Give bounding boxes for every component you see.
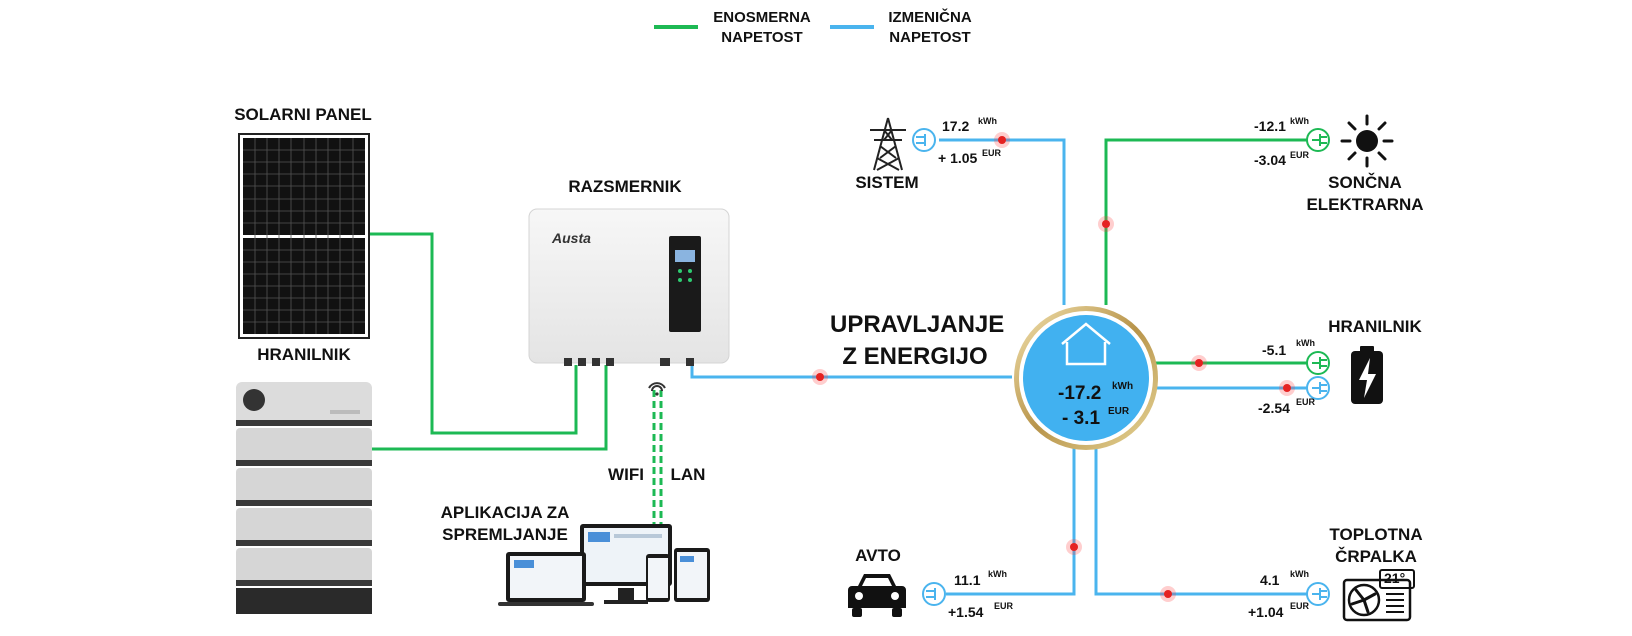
plug-icon xyxy=(1306,376,1330,400)
grid-energy-unit: kWh xyxy=(978,116,997,126)
ac-legend-line1: IZMENIČNA xyxy=(888,9,972,26)
car-energy-unit: kWh xyxy=(988,569,1007,579)
solar-panel-label: SOLARNI PANEL xyxy=(234,105,372,124)
ac-legend-line xyxy=(830,25,874,29)
power-tower-icon xyxy=(870,117,906,171)
heat-pump-label-line2: ČRPALKA xyxy=(1335,547,1417,566)
heatpump-cost: +1.04 xyxy=(1248,604,1284,620)
ac-legend-line2: NAPETOST xyxy=(889,29,971,46)
network-cables xyxy=(652,390,663,528)
battery-stack-image xyxy=(236,382,372,614)
grid-label: SISTEM xyxy=(855,173,919,192)
app-label: APLIKACIJA ZA SPREMLJANJE xyxy=(428,502,582,546)
management-title: UPRAVLJANJE Z ENERGIJO xyxy=(830,309,1005,373)
heat-pump-label: TOPLOTNA ČRPALKA xyxy=(1320,524,1432,568)
wire-hub-heatpump xyxy=(1094,445,1314,596)
grid-cost: + 1.05 xyxy=(938,150,978,166)
monitoring-devices-image xyxy=(498,524,710,606)
inverter-brand: Austa xyxy=(552,230,591,246)
house-icon xyxy=(1061,322,1111,366)
sensor-dots xyxy=(812,132,1295,602)
app-label-line2: SPREMLJANJE xyxy=(442,525,568,544)
dc-legend-line xyxy=(654,25,698,29)
battery-label: HRANILNIK xyxy=(1328,317,1422,336)
ac-legend-label: IZMENIČNA NAPETOST xyxy=(870,8,990,48)
battery-icon xyxy=(1351,346,1383,404)
car-energy: 11.1 xyxy=(954,572,981,588)
plug-icon xyxy=(1306,128,1330,152)
solar-plant-label: SONČNA ELEKTRARNA xyxy=(1300,172,1430,216)
plug-icon xyxy=(1306,582,1330,606)
heat-pump-label-line1: TOPLOTNA xyxy=(1329,525,1423,544)
hub-cost-unit: EUR xyxy=(1108,406,1130,417)
car-cost: +1.54 xyxy=(948,604,984,620)
plug-icon xyxy=(912,128,936,152)
sun-icon xyxy=(1340,114,1394,168)
car-label: AVTO xyxy=(855,546,901,565)
battery-energy: -5.1 xyxy=(1262,342,1287,358)
hub-cost: - 3.1 xyxy=(1062,408,1101,429)
solar-cost-unit: EUR xyxy=(1290,150,1310,160)
battery-cost: -2.54 xyxy=(1258,400,1290,416)
wire-hub-car xyxy=(946,445,1076,596)
car-icon xyxy=(848,574,906,617)
solar-panel-image xyxy=(238,133,370,339)
wire-battery-inverter xyxy=(370,365,608,451)
grid-cost-unit: EUR xyxy=(982,148,1002,158)
battery-stack-label: HRANILNIK xyxy=(257,345,351,364)
solar-energy-unit: kWh xyxy=(1290,116,1309,126)
wire-panel-inverter xyxy=(370,232,578,435)
dc-wires xyxy=(370,138,1314,451)
solar-plant-label-line1: SONČNA xyxy=(1328,173,1402,192)
heatpump-cost-unit: EUR xyxy=(1290,601,1310,611)
solar-cost: -3.04 xyxy=(1254,152,1286,168)
battery-cost-unit: EUR xyxy=(1296,397,1316,407)
wire-hub-solar xyxy=(1104,138,1314,305)
solar-energy: -12.1 xyxy=(1254,118,1286,134)
hub-energy-unit: kWh xyxy=(1112,381,1134,392)
inverter-image xyxy=(528,208,730,366)
ac-wires xyxy=(690,138,1314,596)
plug-icon xyxy=(922,582,946,606)
inverter-label: RAZSMERNIK xyxy=(568,177,682,196)
wifi-icon xyxy=(648,382,666,396)
heat-pump-icon xyxy=(1342,569,1415,622)
car-cost-unit: EUR xyxy=(994,601,1014,611)
plug-icons xyxy=(912,128,1330,606)
dc-legend-line2: NAPETOST xyxy=(721,29,803,46)
management-title-line2: Z ENERGIJO xyxy=(842,343,988,370)
heatpump-energy: 4.1 xyxy=(1260,572,1280,588)
management-title-line1: UPRAVLJANJE xyxy=(830,311,1005,338)
wifi-label: WIFI xyxy=(608,465,644,484)
app-label-line1: APLIKACIJA ZA xyxy=(440,503,570,522)
grid-energy: 17.2 xyxy=(942,118,970,134)
dc-legend-label: ENOSMERNA NAPETOST xyxy=(702,8,822,48)
hub-energy: -17.2 xyxy=(1058,383,1102,404)
wire-grid-hub xyxy=(939,138,1066,305)
heatpump-energy-unit: kWh xyxy=(1290,569,1309,579)
heat-pump-display: 21° xyxy=(1384,570,1406,586)
plug-icon xyxy=(1306,351,1330,375)
energy-hub xyxy=(1014,306,1158,450)
wire-inverter-hub xyxy=(690,365,1012,379)
lan-label: LAN xyxy=(670,465,706,484)
dc-legend-line1: ENOSMERNA xyxy=(713,9,811,26)
solar-plant-label-line2: ELEKTRARNA xyxy=(1306,195,1424,214)
battery-energy-unit: kWh xyxy=(1296,338,1315,348)
